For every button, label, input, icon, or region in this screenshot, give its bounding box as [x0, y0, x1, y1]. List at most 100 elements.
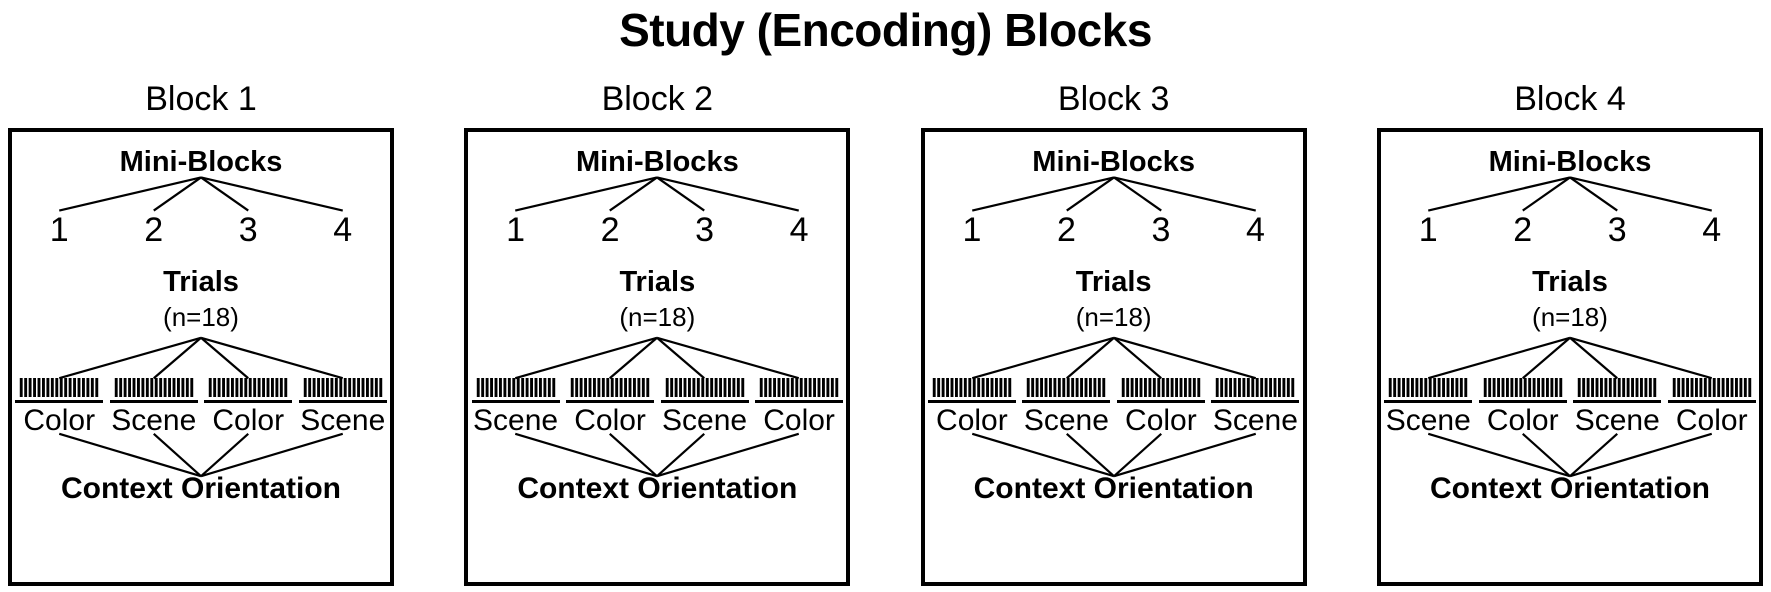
trials-count: (n=18) [619, 302, 696, 332]
trial-ticks-icon [209, 378, 288, 398]
mini-block-number: 3 [695, 211, 715, 249]
mini-blocks-fan-connector [12, 176, 390, 212]
condition-label: Color [23, 404, 96, 437]
condition-column: Color [1475, 378, 1570, 438]
condition-label: Scene [1385, 404, 1471, 437]
mini-block-numbers: 1 2 3 4 [925, 210, 1303, 254]
condition-column: Scene [107, 378, 202, 438]
trials-fan-connector [1381, 336, 1759, 380]
context-orientation-label: Context Orientation [973, 472, 1254, 505]
trial-ticks-icon [1483, 378, 1562, 398]
condition-column: Scene [1570, 378, 1665, 438]
condition-column: Color [201, 378, 296, 438]
trials-fan-connector [468, 336, 846, 380]
mini-block-number: 3 [1151, 211, 1171, 249]
context-converge-connector [925, 432, 1303, 478]
block-caption: Block 3 [1057, 80, 1170, 118]
trial-baseline-rule [1022, 400, 1111, 403]
trial-baseline-rule [1667, 400, 1756, 403]
mini-block-number: 2 [144, 211, 164, 249]
condition-label: Color [1125, 404, 1197, 437]
trial-baseline-rule [1211, 400, 1300, 403]
trial-ticks-icon [476, 378, 555, 398]
condition-label: Scene [662, 404, 748, 437]
trial-ticks-icon [20, 378, 99, 398]
context-orientation-label: Context Orientation [1429, 472, 1710, 505]
trials-label: Trials [163, 266, 239, 298]
trial-baseline-rule [1573, 400, 1662, 403]
trials-count: (n=18) [1075, 302, 1152, 332]
mini-block-number: 1 [1418, 211, 1438, 249]
condition-column: Color [563, 378, 658, 438]
block-caption: Block 4 [1514, 80, 1626, 118]
mini-block-number: 2 [600, 211, 620, 249]
trials-label: Trials [1075, 266, 1152, 298]
condition-label: Color [574, 404, 646, 437]
mini-block-number: 4 [1245, 211, 1265, 249]
condition-column: Color [12, 378, 107, 438]
mini-block-number: 1 [49, 211, 69, 249]
mini-block-number: 3 [1607, 211, 1627, 249]
trial-baseline-rule [660, 400, 749, 403]
trials-label: Trials [1532, 266, 1608, 298]
mini-blocks-label: Mini-Blocks [575, 146, 739, 178]
trial-baseline-rule [1384, 400, 1473, 403]
mini-block-numbers: 1 2 3 4 [12, 210, 390, 254]
trial-baseline-rule [566, 400, 655, 403]
trial-ticks-icon [932, 378, 1012, 398]
mini-block-number: 4 [789, 211, 809, 249]
context-converge-connector [1381, 432, 1759, 478]
condition-row: Scene Color Scene Color [1381, 378, 1759, 438]
mini-blocks-fan-connector [925, 176, 1303, 212]
trial-ticks-icon [114, 378, 193, 398]
trial-ticks-icon [1578, 378, 1657, 398]
condition-label: Scene [1212, 404, 1298, 437]
trial-ticks-icon [1672, 378, 1751, 398]
mini-block-number: 2 [1056, 211, 1076, 249]
mini-block-number: 4 [1702, 211, 1722, 249]
condition-label: Color [212, 404, 285, 437]
condition-row: Color Scene Color Scene [925, 378, 1303, 438]
condition-label: Scene [300, 404, 386, 437]
condition-column: Scene [657, 378, 752, 438]
condition-column: Scene [296, 378, 391, 438]
mini-blocks-label: Mini-Blocks [1032, 146, 1196, 178]
context-orientation-label: Context Orientation [517, 472, 798, 505]
condition-label: Color [1675, 404, 1748, 437]
trial-baseline-rule [471, 400, 560, 403]
condition-column: Scene [1208, 378, 1303, 438]
condition-label: Color [936, 404, 1008, 437]
condition-label: Scene [1023, 404, 1109, 437]
trial-baseline-rule [755, 400, 844, 403]
mini-block-number: 1 [962, 211, 982, 249]
condition-column: Scene [1019, 378, 1114, 438]
condition-label: Color [1486, 404, 1559, 437]
trials-label: Trials [619, 266, 696, 298]
trial-ticks-icon [1121, 378, 1201, 398]
mini-blocks-label: Mini-Blocks [1488, 146, 1652, 178]
trials-count: (n=18) [1532, 302, 1608, 332]
trial-baseline-rule [1116, 400, 1205, 403]
context-converge-connector [468, 432, 846, 478]
mini-blocks-fan-connector [1381, 176, 1759, 212]
mini-block-number: 3 [238, 211, 258, 249]
trials-count: (n=18) [163, 302, 239, 332]
block-caption: Block 2 [601, 80, 714, 118]
trials-fan-connector [925, 336, 1303, 380]
trial-baseline-rule [1478, 400, 1567, 403]
mini-block-number: 4 [333, 211, 353, 249]
trial-ticks-icon [665, 378, 744, 398]
condition-column: Color [925, 378, 1020, 438]
condition-column: Color [752, 378, 847, 438]
trial-baseline-rule [15, 400, 104, 403]
